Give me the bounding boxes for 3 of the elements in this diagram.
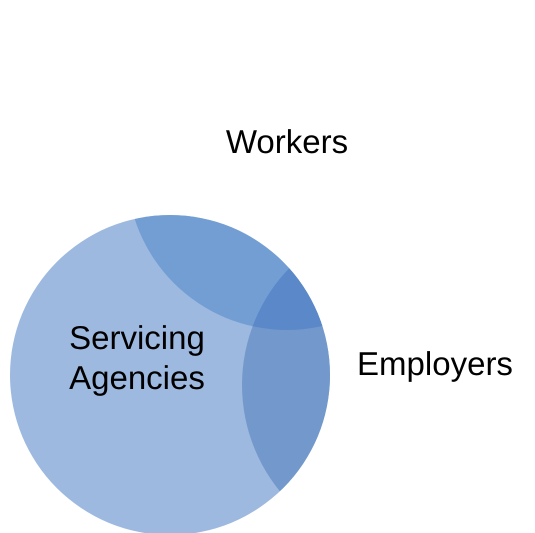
circle-label: Servicing Agencies xyxy=(68,318,206,398)
circle-label: Employers xyxy=(356,344,514,384)
circle-label: Workers xyxy=(224,122,350,162)
